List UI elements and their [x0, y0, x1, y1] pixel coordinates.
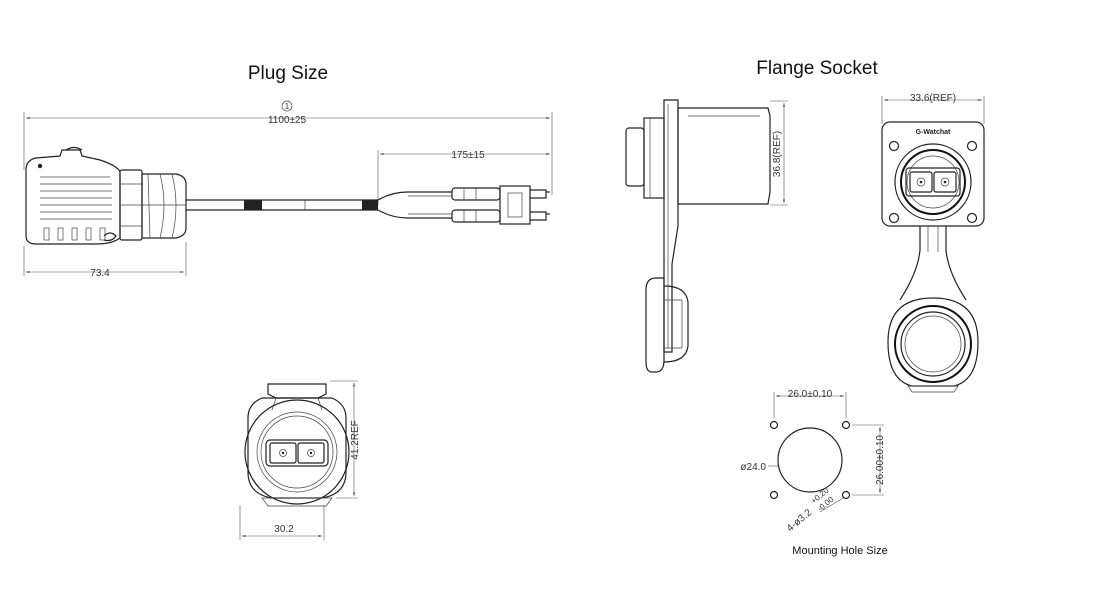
dim-front-height: 41.2REF: [350, 420, 361, 459]
mounting-hole: [769, 490, 779, 500]
mounting-hole-diagram: 26.0±0.10 26.00±0.10 ø24.0 4-ø3.2 +0.20 …: [740, 389, 887, 557]
dim-breakout-length: 175±15: [451, 150, 485, 161]
mounting-hole: [769, 420, 779, 430]
plug-side-view: 1 1100±25 175±15: [23, 100, 553, 279]
dim-front-width: 30.2: [274, 524, 294, 535]
flange-socket-title: Flange Socket: [756, 58, 878, 79]
dim-socket-height: 36.8(REF): [772, 131, 783, 177]
brand-logo: G-Watchat: [916, 129, 951, 136]
socket-side-view: 36.8(REF): [625, 99, 788, 373]
mounting-hole: [841, 490, 851, 500]
balloon-marker: [281, 100, 293, 112]
dim-hole-spacing-h: 26.0±0.10: [788, 389, 833, 400]
socket-front-view: 33.6(REF) G-Watchat: [881, 93, 985, 393]
dim-holes-main: 4-ø3.2: [785, 507, 815, 534]
dim-total-length: 1100±25: [268, 115, 307, 126]
mounting-hole-caption: Mounting Hole Size: [792, 545, 887, 557]
dim-center-hole: ø24.0: [740, 462, 766, 473]
dim-hole-spacing-v: 26.00±0.10: [875, 435, 886, 485]
dim-socket-width: 33.6(REF): [910, 93, 956, 104]
mounting-hole: [841, 420, 851, 430]
plug-size-title: Plug Size: [248, 63, 328, 84]
center-cutout: [777, 427, 843, 493]
dim-body-length: 73.4: [90, 268, 110, 279]
plug-front-view: 41.2REF 30.2: [239, 380, 361, 540]
balloon-number: 1: [285, 102, 290, 111]
